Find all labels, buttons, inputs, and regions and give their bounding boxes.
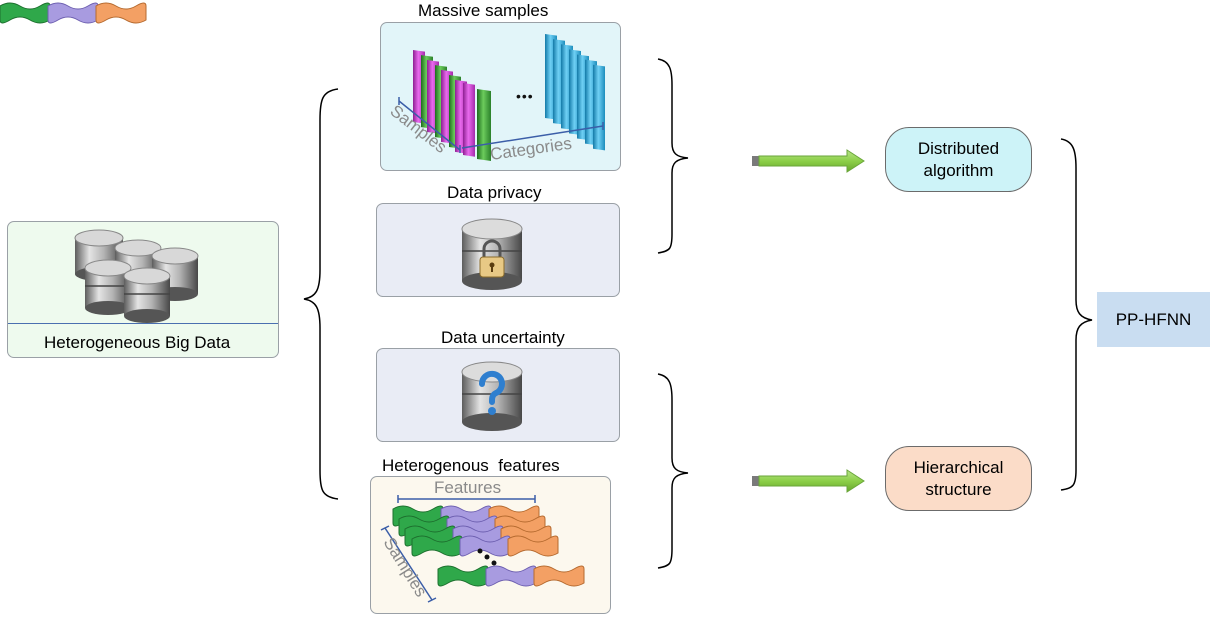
categories-axis-label: Categories: [489, 134, 573, 164]
sample-bars-icon: [398, 34, 605, 161]
ellipsis-samples: •••: [516, 88, 534, 104]
lower-right-brace: [657, 373, 689, 569]
database-lock-icon: [461, 218, 523, 290]
database-cluster-icon: [74, 229, 199, 323]
data-privacy-title: Data privacy: [447, 183, 542, 202]
hierarchical-structure-node: Hierarchical structure: [885, 446, 1032, 511]
massive-samples-title: Massive samples: [418, 1, 549, 20]
left-brace: [303, 88, 339, 500]
arrow-to-hierarchical: [752, 469, 865, 493]
features-axis-label: Features: [434, 478, 501, 497]
data-uncertainty-title: Data uncertainty: [441, 328, 565, 347]
output-brace: [1060, 138, 1093, 491]
pp-hfnn-node: PP-HFNN: [1097, 292, 1210, 347]
database-question-icon: [461, 361, 523, 431]
big-data-label: Heterogeneous Big Data: [44, 333, 231, 352]
feature-ribbons-icon: [0, 2, 585, 603]
distributed-algorithm-node: Distributed algorithm: [885, 127, 1032, 192]
upper-right-brace: [657, 58, 689, 254]
arrow-to-distributed: [752, 149, 865, 173]
heterogenous-features-title: Heterogenous features: [382, 456, 560, 475]
big-data-divider: [8, 323, 278, 324]
